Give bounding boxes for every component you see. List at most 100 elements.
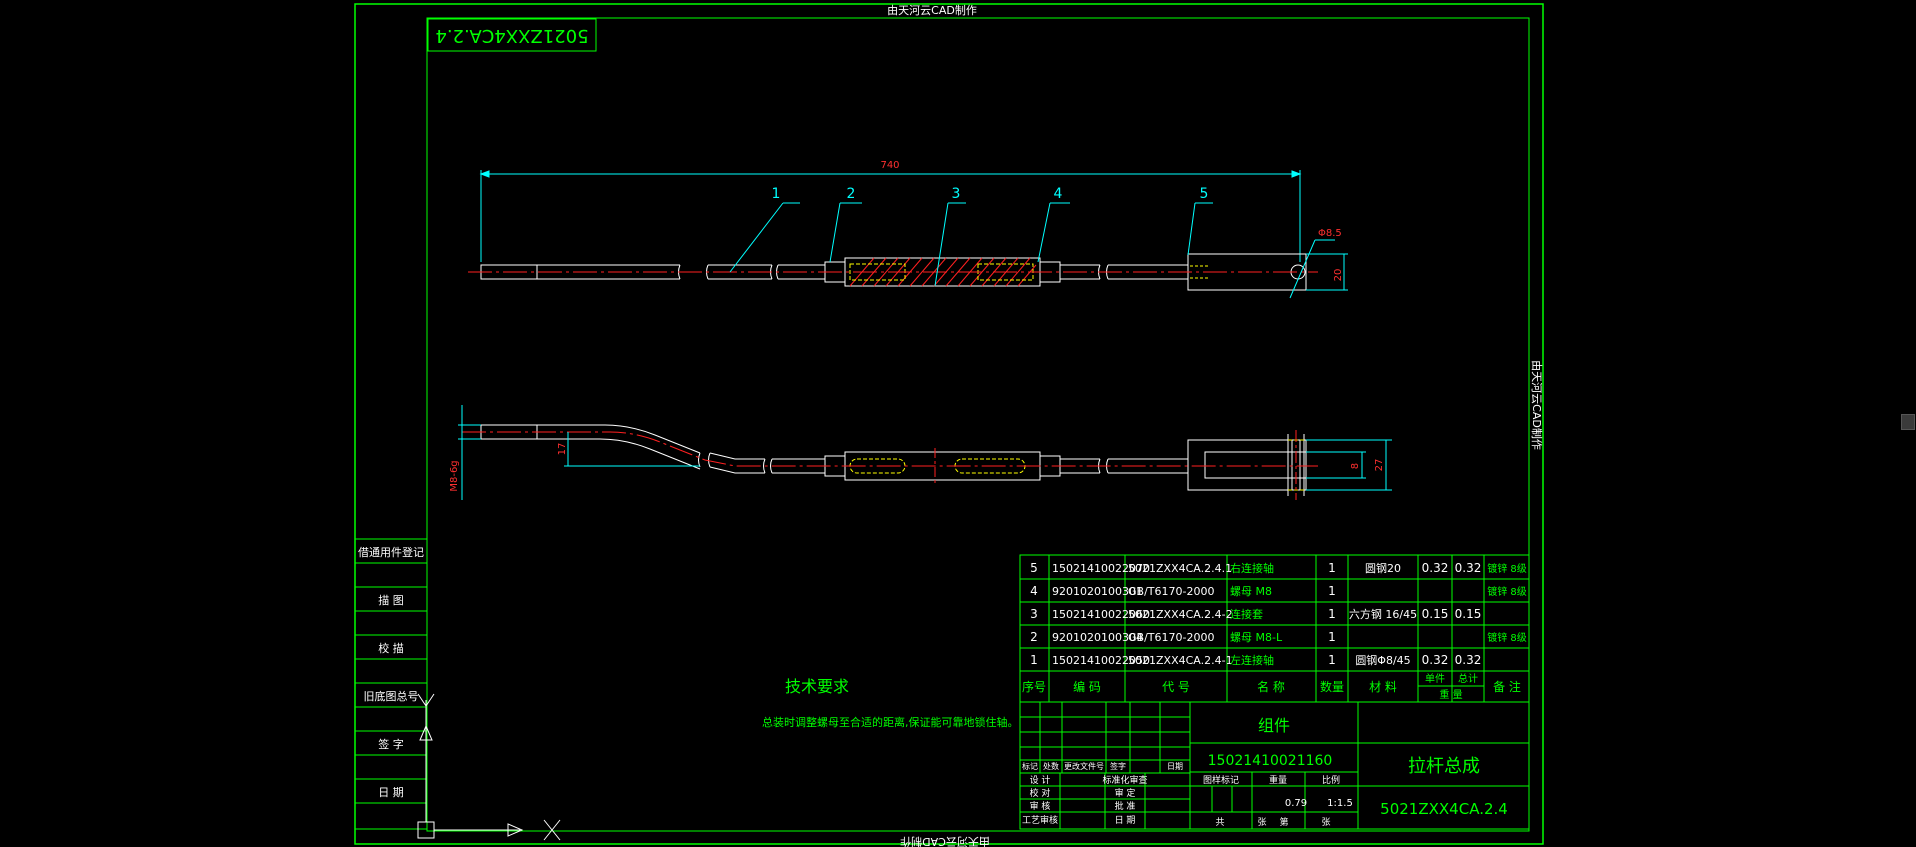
balloon-3: 3 bbox=[952, 186, 961, 202]
title-block-weight: 0.79 bbox=[1285, 798, 1307, 809]
title-block-signatures: 设 计 校 对 审 核 工艺审核 标准化审查 审 定 批 准 日 期 bbox=[1022, 774, 1148, 826]
rev-header-sign: 签字 bbox=[1110, 761, 1126, 771]
sig-design: 设 计 bbox=[1030, 774, 1051, 786]
bom-cell-code: 15021410022060 bbox=[1052, 608, 1150, 621]
bom-header-no: 序号 bbox=[1022, 679, 1046, 694]
bom-cell-qty: 1 bbox=[1328, 630, 1336, 644]
top-view: 740 bbox=[468, 160, 1348, 299]
rotated-drawing-code: 5021ZXX4CA.2.4 bbox=[435, 25, 588, 46]
title-block-mark-label: 图样标记 bbox=[1203, 774, 1239, 786]
bom-header-total: 总计 bbox=[1458, 672, 1478, 685]
balloon-leaders bbox=[729, 202, 1213, 287]
left-strip-label-6: 日 期 bbox=[378, 786, 404, 799]
title-block-weight-label: 重量 bbox=[1269, 774, 1287, 786]
bom-cell-qty: 1 bbox=[1328, 584, 1336, 598]
bom-cell-name: 螺母 M8-L bbox=[1230, 631, 1283, 644]
dim-offset-text: 17 bbox=[557, 443, 568, 456]
left-strip-label-2: 描 图 bbox=[378, 593, 404, 607]
bom-row: 3 15021410022060 5021ZXX4CA.2.4-2 连接套 1 … bbox=[1030, 607, 1481, 621]
bom-cell-unit: 0.32 bbox=[1422, 653, 1449, 667]
balloon-2: 2 bbox=[847, 186, 856, 202]
bom-cell-drawing: 5021ZXX4CA.2.4-2 bbox=[1128, 608, 1233, 621]
sig-review: 审 核 bbox=[1030, 800, 1051, 812]
bom-cell-name: 连接套 bbox=[1230, 608, 1263, 621]
rev-header-docno: 更改文件号 bbox=[1064, 761, 1104, 771]
title-block-grid bbox=[1019, 701, 1530, 830]
bom-cell-code: 15021410022050 bbox=[1052, 654, 1150, 667]
dim-overall-length-text: 740 bbox=[880, 160, 899, 171]
bom-header-unit: 单件 bbox=[1425, 673, 1445, 685]
bom-cell-drawing: GB/T6170-2000 bbox=[1128, 631, 1214, 644]
sig-process: 工艺审核 bbox=[1022, 814, 1058, 826]
bom-header-material: 材 料 bbox=[1369, 680, 1397, 694]
dim-overall-length bbox=[479, 170, 1302, 262]
bom-row: 1 15021410022050 5021ZXX4CA.2.4-1 左连接轴 1… bbox=[1030, 653, 1481, 667]
bottom-hidden-lines bbox=[849, 439, 1304, 491]
tech-requirements-text: 总装时调整螺母至合适的距离,保证能可靠地锁住轴。 bbox=[762, 715, 1019, 729]
bom-cell-drawing: GB/T6170-2000 bbox=[1128, 585, 1214, 598]
left-strip-label-4: 旧底图总号 bbox=[364, 689, 419, 703]
bom-cell-material: 圆钢20 bbox=[1365, 562, 1401, 575]
bom-cell-code: 15021410022070 bbox=[1052, 562, 1150, 575]
sig-approve-2: 批 准 bbox=[1115, 800, 1136, 812]
bom-cell-drawing: 5021ZXX4CA.2.4.1 bbox=[1128, 562, 1232, 575]
sig-date: 日 期 bbox=[1115, 815, 1136, 826]
dim-width-bottom-text: 27 bbox=[1374, 459, 1385, 472]
bom-row: 4 9201020100301 GB/T6170-2000 螺母 M8 1 镀锌… bbox=[1030, 584, 1527, 598]
bom-cell-total: 0.15 bbox=[1455, 607, 1482, 621]
bom-cell-unit: 0.15 bbox=[1422, 607, 1449, 621]
bom-header: 序号 编 码 代 号 名 称 数量 材 料 单件 总计 重 量 备 注 bbox=[1022, 672, 1521, 701]
balloon-1: 1 bbox=[772, 186, 781, 202]
title-block-sheet-num: 第 bbox=[1279, 816, 1288, 828]
bom-cell-qty: 1 bbox=[1328, 607, 1336, 621]
dim-thread-text: M8-6g bbox=[449, 460, 460, 491]
bom-cell-remark: 镀锌 8级 bbox=[1487, 562, 1527, 575]
bom-header-drawing: 代 号 bbox=[1162, 680, 1190, 694]
vertical-scrollbar-thumb[interactable] bbox=[1901, 414, 1915, 430]
sig-approve-1: 审 定 bbox=[1115, 787, 1136, 799]
bom-cell-qty: 1 bbox=[1328, 561, 1336, 575]
bom-cell-name: 右连接轴 bbox=[1230, 561, 1274, 575]
bom-header-qty: 数量 bbox=[1320, 679, 1344, 694]
bom-header-remark: 备 注 bbox=[1493, 679, 1521, 694]
left-strip-label-5: 签 字 bbox=[378, 737, 404, 751]
title-block-code: 15021410021160 bbox=[1208, 753, 1333, 769]
rev-header-date: 日期 bbox=[1167, 762, 1183, 771]
bom-cell-material: 六方钢 16/45 bbox=[1349, 607, 1417, 621]
ucs-icon[interactable] bbox=[417, 693, 561, 841]
bom-row: 2 9201020100304 GB/T6170-2000 螺母 M8-L 1 … bbox=[1030, 630, 1527, 644]
dim-width-top-text: 20 bbox=[1333, 269, 1344, 282]
title-block-revision-headers: 标记 处数 更改文件号 签字 日期 bbox=[1022, 761, 1183, 771]
bom-cell-drawing: 5021ZXX4CA.2.4-1 bbox=[1128, 654, 1233, 667]
bom-cell-code: 9201020100304 bbox=[1052, 631, 1143, 644]
rotated-code-box: 5021ZXX4CA.2.4 bbox=[427, 18, 597, 52]
title-block-sheet-total: 共 bbox=[1215, 817, 1224, 828]
bom-cell-name: 左连接轴 bbox=[1230, 653, 1274, 667]
sig-standard: 标准化审查 bbox=[1102, 774, 1147, 786]
bom-cell-qty: 1 bbox=[1328, 653, 1336, 667]
bom-header-weight: 重 量 bbox=[1439, 688, 1462, 701]
bom-cell-name: 螺母 M8 bbox=[1230, 585, 1272, 598]
rev-header-count: 处数 bbox=[1043, 761, 1059, 771]
rev-header-mark: 标记 bbox=[1022, 761, 1038, 771]
centerline-bottom bbox=[462, 431, 1318, 467]
watermark-top: 由天河云CAD制作 bbox=[887, 3, 977, 17]
dim-hole bbox=[1289, 239, 1348, 299]
bom-cell-remark: 镀锌 8级 bbox=[1487, 585, 1527, 598]
bom-cell-no: 3 bbox=[1030, 607, 1038, 621]
bom-cell-total: 0.32 bbox=[1455, 653, 1482, 667]
title-block-drawing-no: 5021ZXX4CA.2.4 bbox=[1380, 800, 1508, 818]
bom-cell-no: 1 bbox=[1030, 653, 1038, 667]
bottom-view: 17 M8-6g 8 27 bbox=[449, 405, 1392, 500]
balloon-4: 4 bbox=[1054, 186, 1063, 202]
title-block-scale-label: 比例 bbox=[1322, 774, 1340, 786]
left-strip-label-3: 校 描 bbox=[378, 641, 404, 655]
title-block-sheet-unit-b: 张 bbox=[1321, 817, 1330, 828]
bom-rows: 5 15021410022070 5021ZXX4CA.2.4.1 右连接轴 1… bbox=[1030, 561, 1527, 667]
balloon-5: 5 bbox=[1200, 186, 1209, 202]
bom-cell-no: 2 bbox=[1030, 630, 1038, 644]
rod-bottom bbox=[480, 424, 1307, 496]
left-strip: 借通用件登记 描 图 校 描 旧底图总号 签 字 日 期 bbox=[354, 538, 428, 830]
bom-cell-code: 9201020100301 bbox=[1052, 585, 1143, 598]
